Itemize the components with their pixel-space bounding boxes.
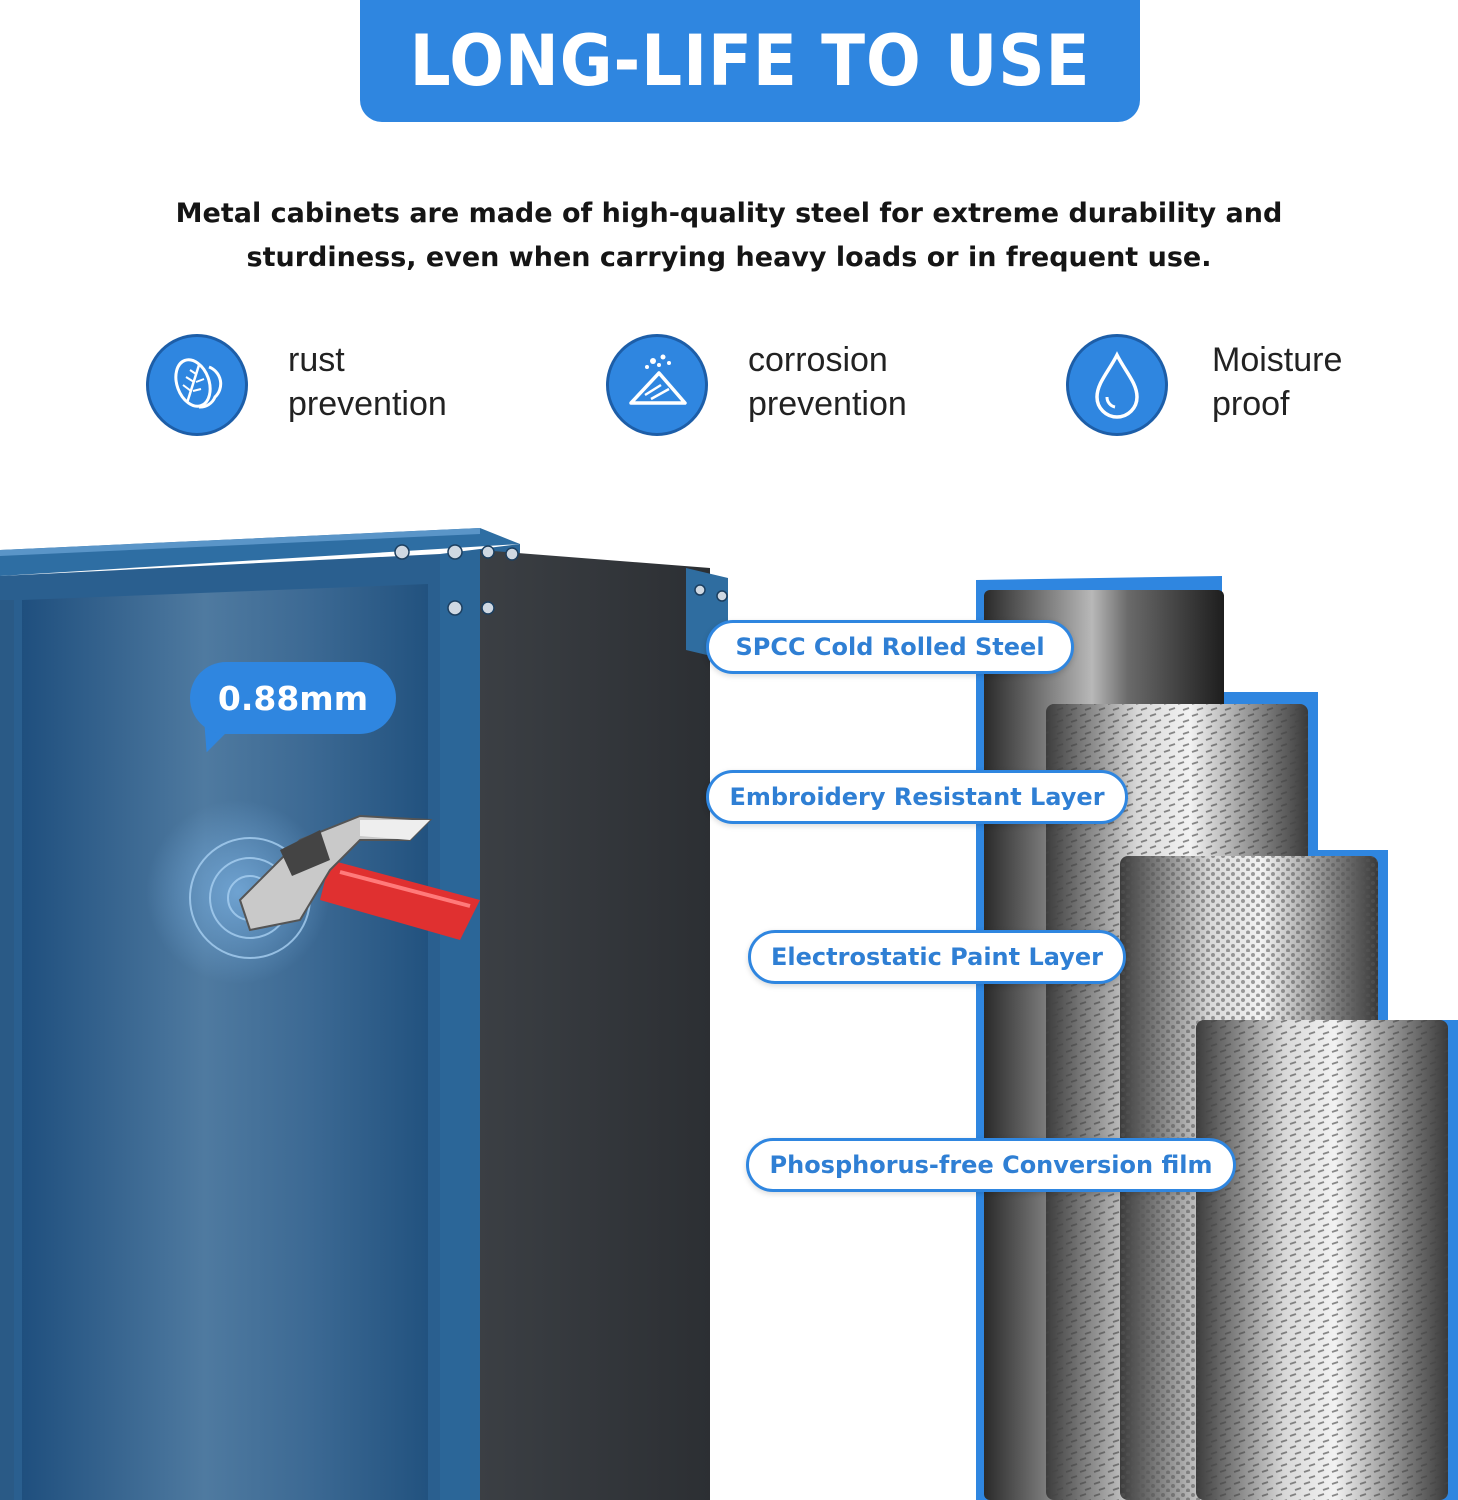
- powder-pile-icon: [606, 334, 708, 436]
- thickness-value: 0.88mm: [217, 678, 369, 718]
- feature-label: Moisture proof: [1212, 341, 1343, 423]
- description-line-2: sturdiness, even when carrying heavy loa…: [246, 242, 1212, 273]
- layer-label-spcc: SPCC Cold Rolled Steel: [706, 620, 1074, 674]
- layer-label-conversion-film: Phosphorus-free Conversion film: [746, 1138, 1236, 1192]
- thickness-badge: 0.88mm: [190, 662, 396, 734]
- impact-ripple: [146, 800, 330, 984]
- layer-label-electrostatic-paint: Electrostatic Paint Layer: [748, 930, 1126, 984]
- banner-title: LONG-LIFE TO USE: [409, 20, 1091, 102]
- water-drop-icon: [1066, 334, 1168, 436]
- layer-label-embroidery-resistant: Embroidery Resistant Layer: [706, 770, 1128, 824]
- description-line-1: Metal cabinets are made of high-quality …: [175, 198, 1283, 229]
- hammer-icon: [238, 814, 480, 940]
- leaf-shield-icon: [146, 334, 248, 436]
- description: Metal cabinets are made of high-quality …: [60, 192, 1398, 280]
- feature-label: rust prevention: [288, 341, 447, 423]
- title-banner: LONG-LIFE TO USE: [360, 0, 1140, 122]
- steel-layers-illustration: [976, 576, 1458, 1500]
- feature-label: corrosion prevention: [748, 341, 907, 423]
